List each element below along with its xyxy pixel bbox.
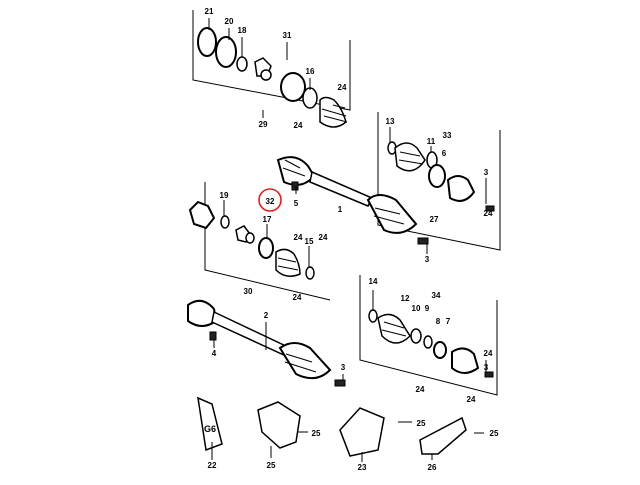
callout-8: 8 (436, 317, 441, 326)
svg-text:G6: G6 (204, 424, 216, 434)
callout-3: 3 (341, 363, 346, 372)
clamp-ring-part-3 (258, 237, 274, 259)
callout-14: 14 (369, 277, 378, 286)
callout-24: 24 (484, 349, 493, 358)
callout-24: 24 (294, 233, 303, 242)
callout-23: 23 (358, 463, 367, 472)
callout-24: 24 (416, 385, 425, 394)
callout-12: 12 (401, 294, 410, 303)
callout-3: 3 (425, 255, 430, 264)
drive-shaft-2 (187, 299, 346, 387)
callout-7: 7 (446, 317, 451, 326)
callout-11: 11 (427, 137, 436, 146)
callout-22: 22 (208, 461, 217, 470)
callout-16: 16 (306, 67, 315, 76)
callout-24: 24 (294, 121, 303, 130)
right-top-joint-assembly (387, 141, 495, 212)
callout-2: 2 (264, 311, 269, 320)
callout-24: 24 (319, 233, 328, 242)
inner-cv-joint-2 (278, 342, 332, 380)
highlight-circle (258, 188, 282, 212)
group-frame-right-bottom (359, 275, 498, 396)
outer-joint-part (280, 72, 306, 102)
joint-housing-part (188, 200, 216, 230)
callout-24: 24 (293, 293, 302, 302)
callout-24: 24 (484, 209, 493, 218)
callout-34: 34 (432, 291, 441, 300)
callout-9: 9 (425, 304, 430, 313)
callout-10: 10 (412, 304, 421, 313)
callout-25: 25 (312, 429, 321, 438)
drive-shaft-1 (276, 156, 429, 245)
clamp-ring-part (302, 87, 318, 109)
shaft-bar (309, 170, 374, 207)
thrust-washer-part (236, 56, 248, 72)
callout-20: 20 (225, 17, 234, 26)
leader-lines (208, 18, 487, 462)
outer-cv-joint (276, 156, 316, 186)
inner-joint-part (446, 175, 476, 202)
boot-part-4 (377, 313, 411, 344)
callout-13: 13 (386, 117, 395, 126)
top-cv-joint-assembly (197, 27, 348, 128)
circlip-part (197, 27, 217, 57)
callout-5: 5 (294, 199, 299, 208)
heat-shield-23 (339, 407, 385, 457)
left-mid-joint-assembly (188, 200, 315, 280)
right-bottom-joint-assembly (368, 309, 494, 378)
callout-3: 3 (484, 363, 489, 372)
callout-32: 32 (266, 197, 275, 206)
dished-washer-part (215, 36, 237, 68)
callout-19: 19 (220, 191, 229, 200)
callout-26: 26 (428, 463, 437, 472)
callout-27: 27 (430, 215, 439, 224)
callout-25: 25 (490, 429, 499, 438)
callout-17: 17 (263, 215, 272, 224)
callout-1: 1 (338, 205, 343, 214)
callout-3: 3 (484, 168, 489, 177)
group-frame-right-top (377, 112, 501, 251)
callout-4: 4 (212, 349, 217, 358)
callout-30: 30 (244, 287, 253, 296)
callout-24: 24 (338, 83, 347, 92)
callout-29: 29 (259, 120, 268, 129)
callout-24: 24 (467, 395, 476, 404)
callout-18: 18 (238, 26, 247, 35)
callout-31: 31 (283, 31, 292, 40)
inner-joint-part-2 (451, 347, 480, 374)
group-frame-top (192, 10, 351, 111)
shaft-bar-2 (211, 310, 292, 357)
callout-21: 21 (205, 7, 214, 16)
inner-cv-joint (366, 194, 418, 234)
boot-part-3 (275, 248, 301, 277)
grease-tube: G6 (197, 396, 223, 452)
heat-shield-22 (257, 401, 301, 449)
callout-33: 33 (443, 131, 452, 140)
callout-25: 25 (417, 419, 426, 428)
callout-6: 6 (442, 149, 447, 158)
boot-part-2 (394, 142, 426, 172)
callout-15: 15 (305, 237, 314, 246)
clamp-ring-part-2 (428, 164, 446, 188)
bracket-26 (419, 416, 467, 455)
callout-25: 25 (267, 461, 276, 470)
